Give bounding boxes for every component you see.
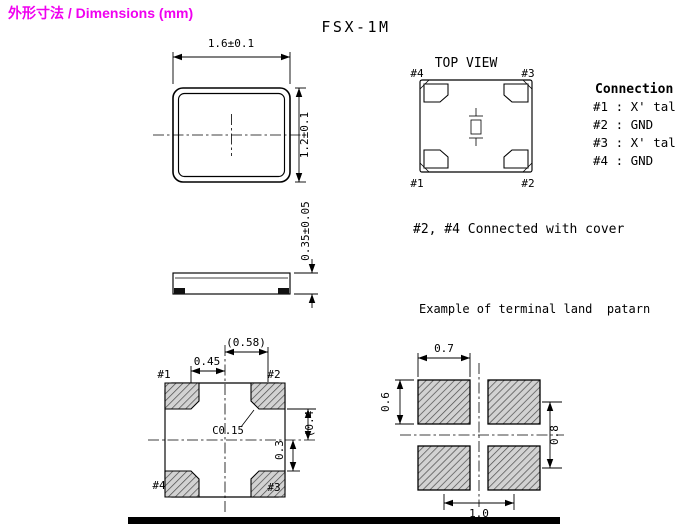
dim-pad-width: 0.45	[190, 355, 225, 383]
top-view-pin4-label: #4	[410, 67, 424, 80]
top-view-pin2-label: #2	[521, 177, 534, 190]
connection-row-4: #4 : GND	[593, 153, 653, 168]
dim-center-offset: (0.58)	[225, 336, 269, 382]
dim-package-width: 1.6±0.1	[172, 37, 291, 84]
pad-1	[423, 149, 449, 169]
dim-thickness: 0.35±0.05	[294, 201, 318, 308]
outline-drawing: 1.6±0.1 1.2±0.1	[153, 37, 311, 183]
next-section-crop	[128, 517, 560, 524]
section-title: 外形寸法 / Dimensions (mm)	[8, 5, 193, 21]
dim-land-width: 0.7	[417, 342, 471, 377]
top-view-body	[419, 79, 533, 173]
pad-3	[503, 83, 529, 103]
dim-width-label: 1.6±0.1	[208, 37, 254, 50]
land-pad-top-right	[487, 379, 541, 425]
connection-table: Connection #1 : X' tal #2 : GND #3 : X' …	[593, 82, 676, 168]
bottom-pad-1	[164, 382, 200, 410]
connection-row-3: #3 : X' tal	[593, 135, 676, 150]
pad-2	[503, 149, 529, 169]
dim-chamfer: C0.15	[212, 409, 255, 437]
dim-pad-height: 0.3	[273, 440, 300, 472]
bottom-view-pin4-label: #4	[152, 479, 166, 492]
dim-pad-width-label: 0.45	[194, 355, 221, 368]
cover-note: #2, #4 Connected with cover	[413, 222, 624, 237]
top-view-drawing: TOP VIEW #4 #3 #1 #2	[410, 56, 534, 190]
dim-center-offset-y-label: (0.4	[303, 410, 316, 437]
side-view-body	[172, 272, 291, 295]
dim-center-offset-y: (0.4	[287, 408, 316, 440]
dim-thickness-label: 0.35±0.05	[299, 201, 312, 261]
dim-pad-height-label: 0.3	[273, 440, 286, 460]
dim-land-pitch-horizontal-label: 1.0	[469, 507, 489, 520]
land-pad-top-left	[417, 379, 471, 425]
land-pad-bottom-right	[487, 445, 541, 491]
part-number: FSX-1M	[321, 18, 390, 36]
dim-package-height: 1.2±0.1	[295, 87, 311, 183]
side-view-drawing: 0.35±0.05	[172, 201, 318, 308]
land-pattern-drawing: 0.7 0.6 0.8 1.0	[379, 342, 564, 520]
terminal-left	[174, 288, 185, 294]
terminal-right	[278, 288, 289, 294]
top-view-title: TOP VIEW	[435, 56, 498, 71]
bottom-view-pin3-label: #3	[267, 481, 280, 494]
bottom-pad-3	[250, 470, 286, 498]
connection-row-1: #1 : X' tal	[593, 99, 676, 114]
bottom-view-pin2-label: #2	[267, 368, 280, 381]
land-pad-bottom-left	[417, 445, 471, 491]
top-view-pin1-label: #1	[410, 177, 423, 190]
dim-land-pitch-horizontal: 1.0	[443, 494, 515, 520]
connection-row-2: #2 : GND	[593, 117, 653, 132]
dim-center-offset-label: (0.58)	[226, 336, 266, 349]
dim-land-height-label: 0.6	[379, 392, 392, 412]
pad-4	[423, 83, 449, 103]
crystal-symbol	[469, 108, 483, 146]
connection-title: Connection	[595, 82, 673, 97]
dim-land-height: 0.6	[379, 379, 414, 425]
dim-land-pitch-vertical: 0.8	[542, 401, 562, 469]
top-view-pin3-label: #3	[521, 67, 534, 80]
dim-land-width-label: 0.7	[434, 342, 454, 355]
dim-land-pitch-vertical-label: 0.8	[548, 425, 561, 445]
land-pattern-note: Example of terminal land patarn	[419, 302, 650, 316]
dim-chamfer-label: C0.15	[212, 425, 244, 437]
bottom-pad-2	[250, 382, 286, 410]
bottom-view-drawing: 0.45 (0.58) C0.15 (0.4 0.3 #1 #2 #4 #3	[148, 336, 316, 512]
bottom-pad-4	[164, 470, 200, 498]
dim-height-label: 1.2±0.1	[298, 112, 311, 158]
bottom-view-pin1-label: #1	[157, 368, 170, 381]
